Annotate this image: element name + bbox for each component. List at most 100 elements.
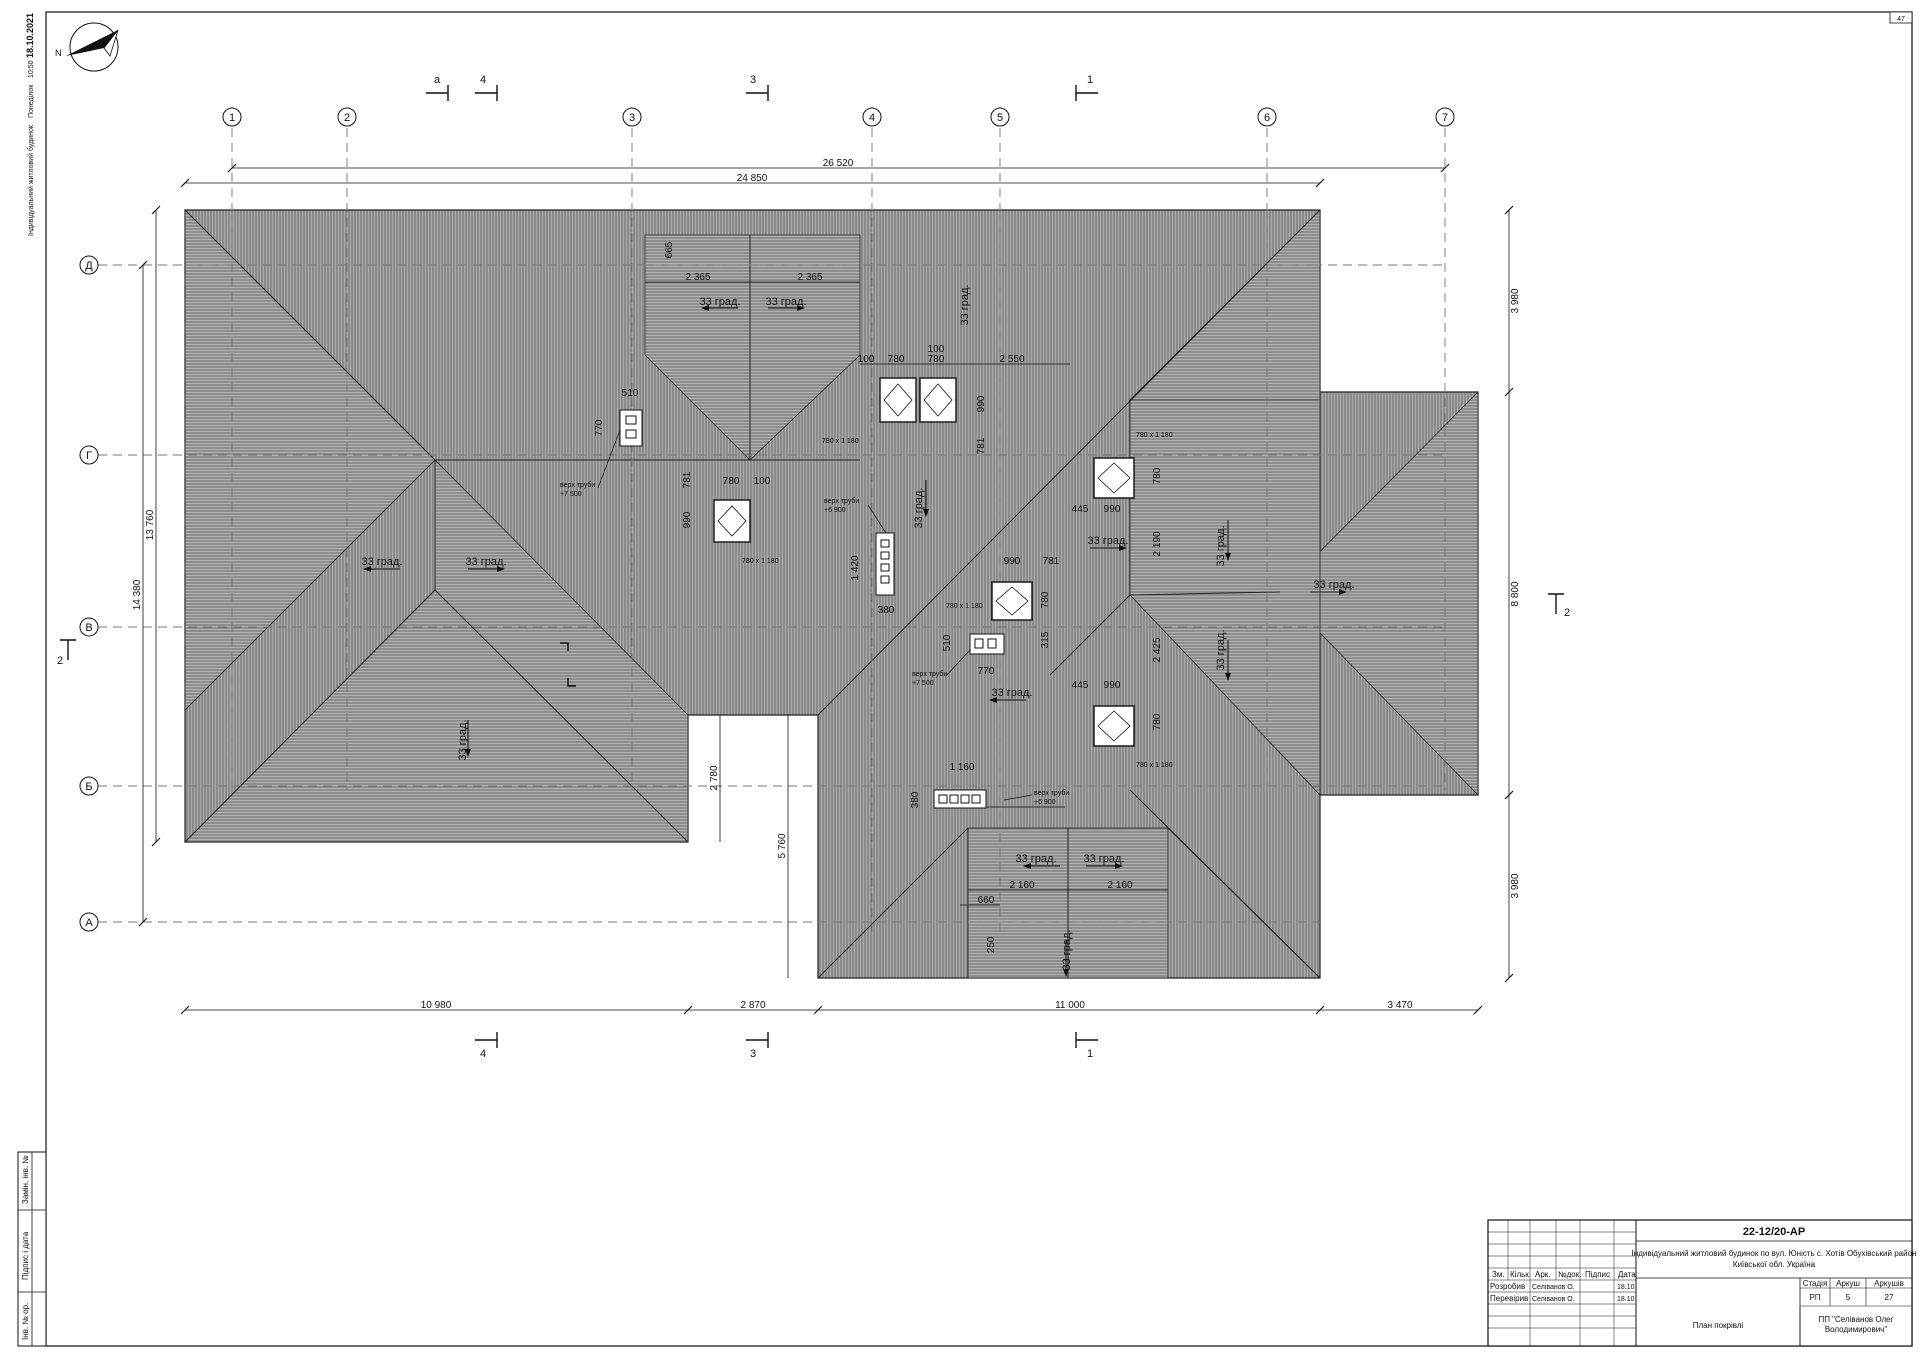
- grid-lines: [98, 128, 1446, 935]
- dim-right-1: 3 980: [1510, 288, 1521, 313]
- dimension-ticks: [138, 163, 1514, 1015]
- roof-window: [879, 377, 917, 423]
- slope-3: 33 град.: [959, 284, 971, 325]
- grid-x-1: 1: [229, 112, 235, 124]
- pipe-elev-1: +7 500: [560, 491, 582, 498]
- dim-780-d: 780: [1152, 467, 1163, 484]
- dim-right-2: 8 800: [1510, 581, 1521, 606]
- chimney: [875, 532, 895, 596]
- side-stamp-project: Індивідуальний житловий будинок: [27, 124, 35, 236]
- dim-bottom-4: 3 470: [1387, 1000, 1412, 1011]
- section-3-label-bottom: 3: [750, 1048, 756, 1060]
- side-stamp-date: 18.10.2021: [25, 13, 35, 58]
- tb-row1-role: Розробив: [1490, 1282, 1525, 1291]
- dim-1420: 1 420: [850, 555, 861, 580]
- slope-8: 33 град.: [1087, 535, 1128, 547]
- tb-row2-role: Перевірив: [1490, 1294, 1528, 1303]
- grid-x-5: 5: [997, 112, 1003, 124]
- slope-10: 33 град.: [1215, 629, 1227, 670]
- slope-9: 33 град.: [1215, 525, 1227, 566]
- dim-781-c: 781: [1043, 556, 1060, 567]
- sheet-number-box: [1889, 11, 1913, 24]
- grid-x-4: 4: [869, 112, 875, 124]
- title-block-text: Зм. Кільк. Арк. №док. Підпис Дата Розроб…: [1490, 1226, 1916, 1334]
- tb-col-ark: Арк.: [1535, 1270, 1551, 1279]
- roof-plane-north-dormer: [644, 234, 861, 461]
- window-size-2: 780 x 1 180: [742, 558, 779, 565]
- tb-col-kilk: Кільк.: [1510, 1270, 1531, 1279]
- grid-x-3: 3: [629, 112, 635, 124]
- roof-window: [991, 581, 1033, 621]
- left-stamp-sign: Підпис і дата: [21, 1231, 30, 1280]
- side-stamp-day: Понеділок: [27, 84, 35, 118]
- sheet-number: 47: [1897, 16, 1905, 23]
- dim-445-b: 445: [1072, 680, 1089, 691]
- tb-row2-name: Селіванов О.: [1532, 1295, 1575, 1303]
- dim-2550: 2 550: [999, 354, 1024, 365]
- dim-315: 315: [1040, 631, 1051, 648]
- dim-510-a: 510: [622, 388, 639, 399]
- side-stamp: Індивідуальний житловий будинок Понеділо…: [25, 13, 35, 236]
- section-a-label: а: [434, 74, 441, 86]
- pipe-label-4: верх труби: [1034, 789, 1069, 797]
- window-size-3: 780 x 1 180: [1136, 432, 1173, 439]
- tb-col-sign: Підпис: [1585, 1270, 1610, 1279]
- tb-sheet-v: 5: [1846, 1293, 1851, 1302]
- slope-6: 33 град.: [457, 719, 469, 760]
- grid-x-7: 7: [1442, 112, 1448, 124]
- pipe-leaders: [597, 429, 1033, 801]
- sheet-frame: [45, 11, 1913, 1347]
- slope-12: 33 град.: [991, 687, 1032, 699]
- slope-5: 33 град.: [465, 556, 506, 568]
- dim-780-a: 780: [888, 354, 905, 365]
- grid-y-d: Д: [85, 260, 93, 272]
- chimneys: [619, 409, 1005, 809]
- dim-right-3: 3 980: [1510, 873, 1521, 898]
- grid-y-v: В: [85, 622, 92, 634]
- tb-sheet-title: План покрівлі: [1693, 1321, 1744, 1330]
- grid-y-b: Б: [85, 781, 92, 793]
- section-4-label-bottom: 4: [480, 1048, 486, 1060]
- slope-2: 33 град.: [765, 296, 806, 308]
- roof: [184, 209, 1479, 979]
- tb-col-date: Дата: [1618, 1270, 1636, 1279]
- dim-2160-b: 2 160: [1107, 880, 1132, 891]
- dim-100-b: 100: [928, 344, 945, 355]
- pipe-label-1: верх труби: [560, 481, 595, 489]
- dim-13760: 13 760: [145, 509, 156, 540]
- grid-x-2: 2: [344, 112, 350, 124]
- dim-990-a: 990: [976, 395, 987, 412]
- roof-plane-east-mid: [1129, 399, 1321, 797]
- dim-665: 665: [664, 241, 675, 258]
- dim-380-b: 380: [910, 791, 921, 808]
- grid-y-labels: Д Г В Б А: [79, 255, 99, 932]
- dim-1160: 1 160: [949, 762, 974, 773]
- dim-780-c: 780: [723, 476, 740, 487]
- roof-plane-east-wing: [1279, 391, 1479, 796]
- dim-781-a: 781: [976, 437, 987, 454]
- grid-y-g: Г: [86, 450, 92, 462]
- dim-14380: 14 380: [132, 579, 143, 610]
- dim-2190: 2 190: [1152, 531, 1163, 556]
- slope-15: 33 град.: [1061, 929, 1073, 970]
- section-1-label-bottom: 1: [1087, 1048, 1093, 1060]
- roof-window: [919, 377, 957, 423]
- grid-x-6: 6: [1264, 112, 1270, 124]
- north-label: N: [55, 48, 62, 58]
- slope-13: 33 град.: [1015, 853, 1056, 865]
- tb-stage-v: РП: [1809, 1293, 1820, 1302]
- slope-4: 33 град.: [361, 556, 402, 568]
- section-4-label-top: 4: [480, 74, 486, 86]
- tb-col-izm: Зм.: [1492, 1270, 1505, 1279]
- dim-780-f: 780: [1152, 713, 1163, 730]
- tb-sheet-h: Аркуш: [1836, 1279, 1860, 1288]
- section-2-label-left: 2: [57, 655, 63, 667]
- grid-x-labels: 1 2 3 4 5 6 7: [222, 107, 1455, 127]
- dim-bottom-3: 11 000: [1055, 1000, 1085, 1011]
- roof-window: [1093, 457, 1135, 499]
- dim-2780: 2 780: [709, 765, 720, 790]
- dim-100-a: 100: [858, 354, 875, 365]
- dim-bottom-2: 2 870: [740, 1000, 765, 1011]
- window-size-4: 780 x 1 180: [946, 603, 983, 610]
- grid-y-a: А: [85, 917, 93, 929]
